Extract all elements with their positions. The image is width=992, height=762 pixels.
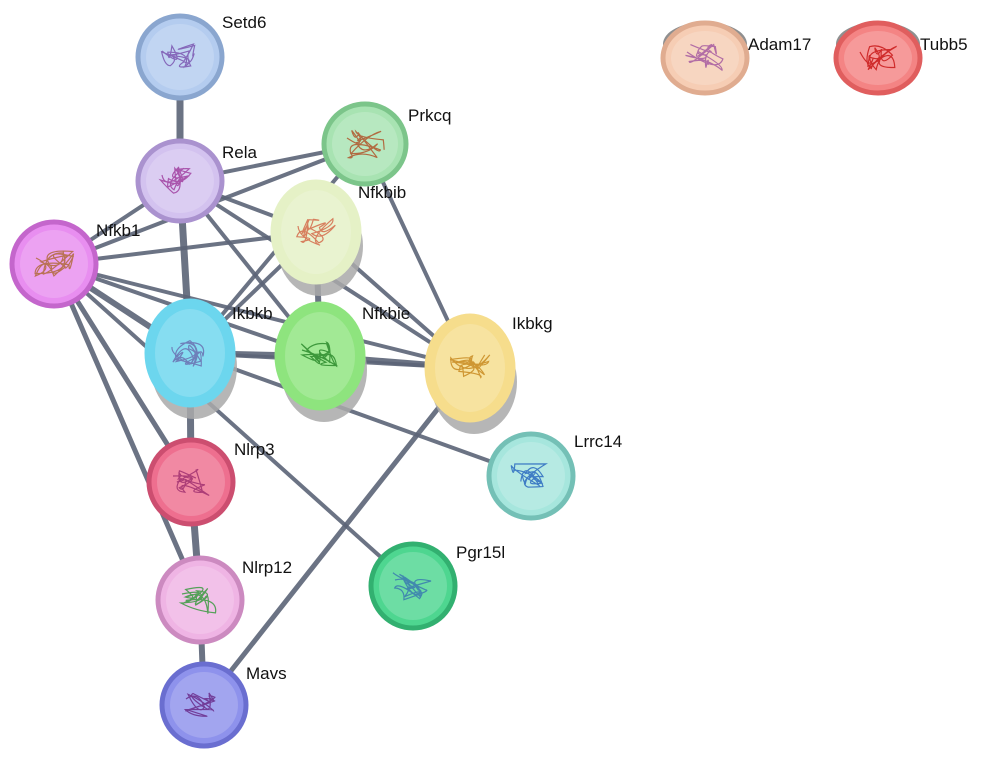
node-lrrc14-label: Lrrc14 bbox=[574, 432, 622, 451]
node-mavs-label: Mavs bbox=[246, 664, 287, 683]
node-nlrp12-structure-icon bbox=[178, 586, 217, 614]
node-rela[interactable]: Rela bbox=[135, 138, 258, 224]
node-adam17[interactable]: Adam17 bbox=[660, 20, 811, 96]
node-ikbkg-label: Ikbkg bbox=[512, 314, 553, 333]
edge-nfkb1-nlrp12 bbox=[51, 261, 203, 603]
node-nfkbie[interactable]: Nfkbie bbox=[274, 301, 410, 422]
edge-nfkb1-ikbkg bbox=[52, 262, 472, 370]
node-tubb5-structure-icon bbox=[859, 45, 897, 71]
node-nfkbib-structure-icon bbox=[295, 217, 336, 246]
node-pgr15l[interactable]: Pgr15l bbox=[368, 541, 505, 631]
node-ikbkb-circle[interactable] bbox=[144, 298, 236, 408]
node-nlrp3[interactable]: Nlrp3 bbox=[146, 437, 275, 527]
node-setd6-structure-icon bbox=[160, 43, 196, 69]
node-nlrp12[interactable]: Nlrp12 bbox=[155, 555, 292, 645]
edge-nfkb1-pgr15l bbox=[52, 262, 415, 588]
node-nlrp12-label: Nlrp12 bbox=[242, 558, 292, 577]
node-rela-structure-icon bbox=[158, 166, 192, 194]
node-setd6-label: Setd6 bbox=[222, 13, 266, 32]
node-nfkbie-label: Nfkbie bbox=[362, 304, 410, 323]
node-prkcq-label: Prkcq bbox=[408, 106, 451, 125]
node-tubb5[interactable]: Tubb5 bbox=[833, 20, 968, 96]
node-adam17-label: Adam17 bbox=[748, 35, 811, 54]
node-nfkb1-structure-icon bbox=[34, 250, 75, 278]
node-nfkbie-structure-icon bbox=[300, 341, 339, 368]
node-pgr15l-structure-icon bbox=[392, 572, 432, 601]
node-nfkb1-label: Nfkb1 bbox=[96, 221, 140, 240]
node-ikbkb-structure-icon bbox=[171, 340, 205, 367]
node-prkcq[interactable]: Prkcq bbox=[321, 101, 451, 187]
edge-ikbkb-lrrc14 bbox=[188, 351, 533, 478]
node-rela-label: Rela bbox=[222, 143, 258, 162]
node-lrrc14[interactable]: Lrrc14 bbox=[486, 431, 622, 521]
node-pgr15l-label: Pgr15l bbox=[456, 543, 505, 562]
node-ikbkb-label: Ikbkb bbox=[232, 304, 273, 323]
node-nfkbib-label: Nfkbib bbox=[358, 183, 406, 202]
node-mavs[interactable]: Mavs bbox=[159, 661, 287, 749]
node-ikbkg[interactable]: Ikbkg bbox=[424, 313, 553, 434]
edge-ikbkg-mavs bbox=[201, 365, 473, 708]
node-setd6[interactable]: Setd6 bbox=[135, 13, 266, 101]
node-prkcq-structure-icon bbox=[346, 129, 385, 159]
node-adam17-structure-icon bbox=[685, 43, 724, 72]
node-prkcq-circle[interactable] bbox=[321, 101, 409, 187]
node-nfkb1-circle[interactable] bbox=[9, 219, 99, 309]
node-nfkbib[interactable]: Nfkbib bbox=[270, 179, 406, 296]
node-tubb5-label: Tubb5 bbox=[920, 35, 968, 54]
node-lrrc14-structure-icon bbox=[510, 463, 549, 488]
node-nfkb1[interactable]: Nfkb1 bbox=[9, 219, 140, 309]
node-nlrp3-label: Nlrp3 bbox=[234, 440, 275, 459]
node-mavs-structure-icon bbox=[183, 692, 216, 717]
node-ikbkb[interactable]: Ikbkb bbox=[144, 298, 273, 419]
node-ikbkg-structure-icon bbox=[449, 354, 491, 379]
node-nlrp3-structure-icon bbox=[172, 468, 210, 497]
